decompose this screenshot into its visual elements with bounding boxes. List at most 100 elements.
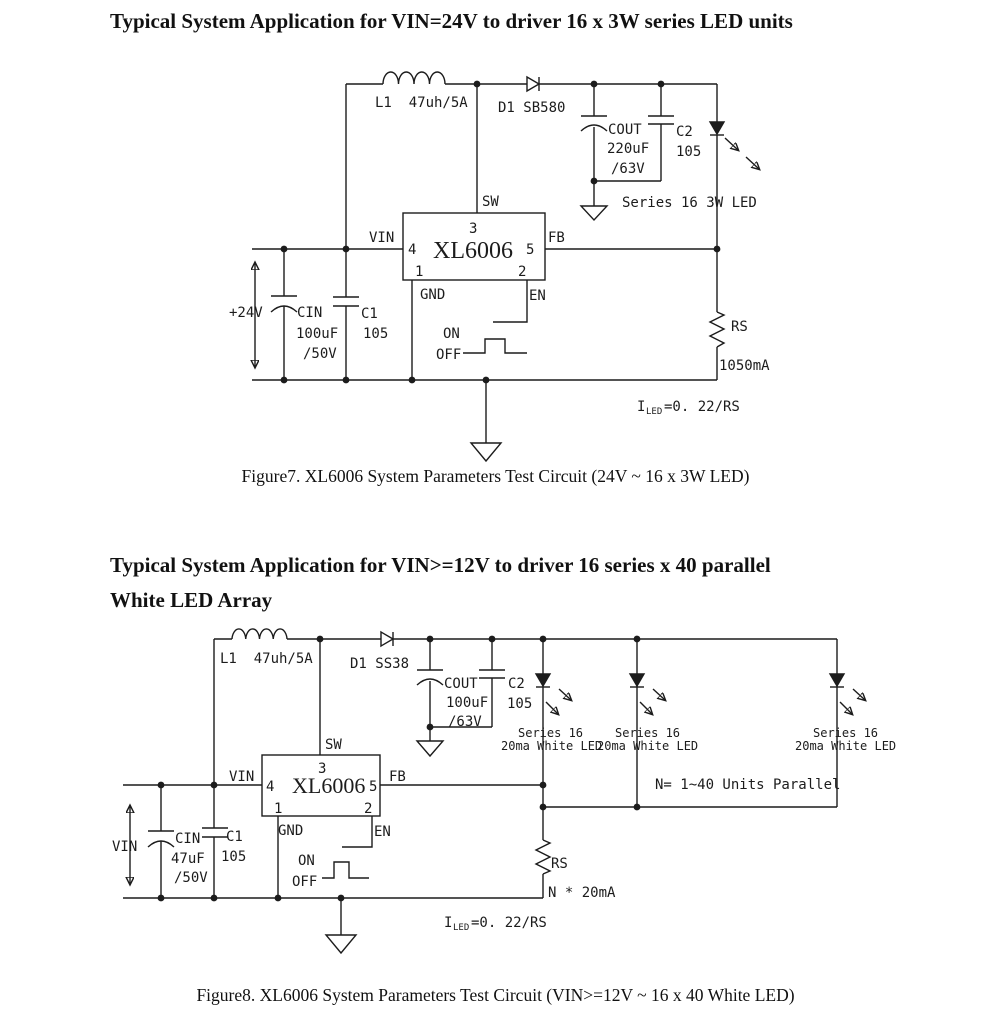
led-string1-label-line2: 20ma White LED xyxy=(501,739,602,753)
on-label: ON xyxy=(443,326,460,342)
en-pin-label: EN xyxy=(374,824,391,840)
capacitor-cin xyxy=(147,785,175,898)
led-light-rays xyxy=(545,688,865,714)
ground-symbol-cout xyxy=(415,727,445,758)
pin1-number: 1 xyxy=(415,264,423,280)
cin-voltage-label: /50V xyxy=(303,346,337,362)
cout-voltage-label: /63V xyxy=(611,161,645,177)
resistor-rs xyxy=(708,249,726,380)
cout-value-label: 100uF xyxy=(446,695,488,711)
cout-name-label: COUT xyxy=(608,122,642,138)
c1-value-label: 105 xyxy=(363,326,388,342)
pin5-number: 5 xyxy=(526,242,534,258)
vin-pin-label: VIN xyxy=(229,769,254,785)
c2-name-label: C2 xyxy=(676,124,693,140)
pin3-number: 3 xyxy=(469,221,477,237)
cin-name-label: CIN xyxy=(175,831,200,847)
pin2-number: 2 xyxy=(518,264,526,280)
pin2-number: 2 xyxy=(364,801,372,817)
supply-voltage-label: VIN xyxy=(112,839,137,855)
led-series-string-1 xyxy=(534,639,552,840)
cout-name-label: COUT xyxy=(444,676,478,692)
c1-name-label: C1 xyxy=(226,829,243,845)
circuit-figure7: L1 47uh/5A D1 SB580 SW COUT 220uF /63V C… xyxy=(229,71,770,463)
supply-voltage-label: +24V xyxy=(229,305,263,321)
figure8-caption: Figure8. XL6006 System Parameters Test C… xyxy=(196,985,795,1005)
led-current-label: 1050mA xyxy=(719,358,770,374)
chip-name-label: XL6006 xyxy=(292,773,365,798)
led-string3-label-line1: Series 16 xyxy=(813,726,878,740)
gnd-pin-label: GND xyxy=(278,823,303,839)
resistor-rs xyxy=(534,839,552,898)
cout-voltage-label: /63V xyxy=(448,714,482,730)
rs-label: RS xyxy=(731,319,748,335)
diode-d1-label: D1 SB580 xyxy=(498,100,565,116)
junction-dots xyxy=(157,635,641,902)
pin3-number: 3 xyxy=(318,761,326,777)
inductor-l1-label: L1 47uh/5A xyxy=(375,95,468,111)
capacitor-cout xyxy=(416,639,444,727)
led-string-label: Series 16 3W LED xyxy=(622,195,757,211)
wire-en-pin xyxy=(493,280,528,323)
inductor-l1-coil xyxy=(231,628,288,640)
cin-value-label: 100uF xyxy=(296,326,338,342)
en-pin-label: EN xyxy=(529,288,546,304)
iled-formula-i: I xyxy=(444,915,452,931)
capacitor-c1 xyxy=(333,296,359,307)
figure8-title-line2: White LED Array xyxy=(110,588,273,612)
figure8-title-line1: Typical System Application for VIN>=12V … xyxy=(110,553,771,577)
capacitor-c2 xyxy=(479,639,505,727)
led-string1-label-line1: Series 16 xyxy=(518,726,583,740)
onoff-pulse-waveform xyxy=(322,861,369,879)
junction-dots xyxy=(280,80,721,384)
cin-name-label: CIN xyxy=(297,305,322,321)
iled-formula-eq: =0. 22/RS xyxy=(664,399,740,415)
c2-name-label: C2 xyxy=(508,676,525,692)
diode-d1 xyxy=(526,75,541,93)
c1-value-label: 105 xyxy=(221,849,246,865)
led-current-label: N * 20mA xyxy=(548,885,616,901)
pin1-number: 1 xyxy=(274,801,282,817)
led-string3-label-line2: 20ma White LED xyxy=(795,739,896,753)
cout-value-label: 220uF xyxy=(607,141,649,157)
c2-value-label: 105 xyxy=(676,144,701,160)
circuit-figure8: L1 47uh/5A D1 SS38 SW COUT 100uF /63V C2… xyxy=(112,628,896,955)
off-label: OFF xyxy=(292,874,317,890)
led-series-string-3 xyxy=(828,639,846,807)
fb-pin-label: FB xyxy=(389,769,406,785)
led-series-string-2 xyxy=(628,639,646,807)
capacitor-cout xyxy=(580,84,608,181)
led-series-string xyxy=(708,84,726,249)
chip-xl6006 xyxy=(402,212,546,281)
inductor-l1-label: L1 47uh/5A xyxy=(220,651,313,667)
cin-voltage-label: /50V xyxy=(174,870,208,886)
c1-name-label: C1 xyxy=(361,306,378,322)
ground-symbol-main xyxy=(469,380,503,463)
onoff-pulse-waveform xyxy=(463,338,527,354)
vin-pin-label: VIN xyxy=(369,230,394,246)
iled-formula-i: I xyxy=(637,399,645,415)
rs-label: RS xyxy=(551,856,568,872)
capacitor-c1 xyxy=(202,827,228,838)
pin5-number: 5 xyxy=(369,779,377,795)
pin4-number: 4 xyxy=(266,779,274,795)
led-string2-label-line1: Series 16 xyxy=(615,726,680,740)
ground-symbol-main xyxy=(324,898,358,955)
pin4-number: 4 xyxy=(408,242,416,258)
capacitor-c2 xyxy=(648,84,674,181)
led-light-rays xyxy=(724,137,759,169)
figure7-title: Typical System Application for VIN=24V t… xyxy=(110,9,793,33)
diode-d1 xyxy=(380,630,395,648)
iled-formula-eq: =0. 22/RS xyxy=(471,915,547,931)
sw-pin-label: SW xyxy=(325,737,342,753)
parallel-note-label: N= 1~40 Units Parallel xyxy=(655,777,840,793)
gnd-pin-label: GND xyxy=(420,287,445,303)
inductor-l1-coil xyxy=(382,71,446,85)
sw-pin-label: SW xyxy=(482,194,499,210)
figure8-title: Typical System Application for VIN>=12V … xyxy=(110,548,771,618)
fb-pin-label: FB xyxy=(548,230,565,246)
c2-value-label: 105 xyxy=(507,696,532,712)
capacitor-cin xyxy=(270,249,298,380)
